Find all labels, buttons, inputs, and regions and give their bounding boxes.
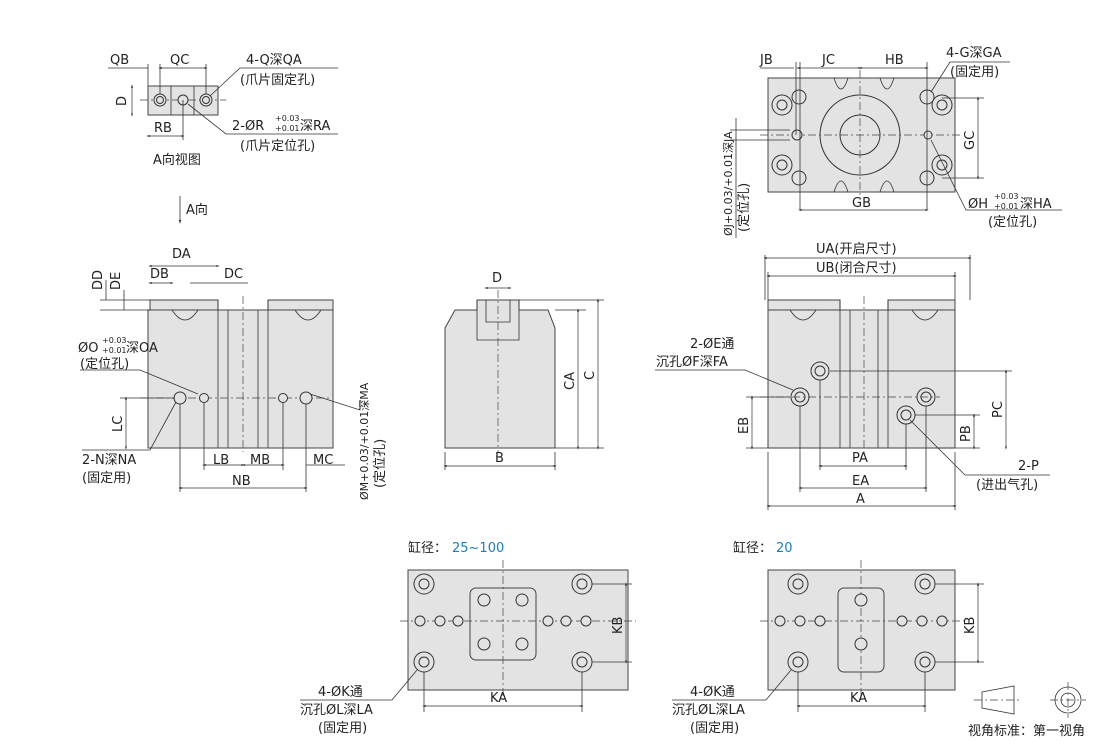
n-hole-note: (固定用) [82, 471, 131, 486]
o-hole-label: ØO [78, 341, 98, 356]
bore-label: 缸径： [408, 540, 447, 556]
o-tol-upper: +0.03 [102, 336, 127, 345]
ka-label: KA [490, 691, 507, 706]
h-tol-upper: +0.03 [994, 192, 1019, 201]
r-tol-lower: +0.01 [275, 124, 300, 133]
lb-label: LB [213, 453, 229, 468]
top-view: JB JC HB 4-G深GA (固定用) GC GB ØH +0.03 +0.… [722, 46, 1062, 238]
b-label: B [495, 451, 504, 466]
l-hole-label: 沉孔ØL深LA [300, 703, 373, 718]
j-hole-label: ØJ+0.03/+0.01深JA [722, 131, 735, 236]
c-label: C [583, 371, 598, 380]
a-view: QB QC 4-Q深QA (爪片固定孔) D RB 2-ØR +0.03 +0.… [108, 53, 338, 224]
fixing-note: (固定用) [318, 721, 367, 736]
f-hole-label: 沉孔ØF深FA [656, 355, 728, 370]
g-hole-label: 4-G深GA [946, 46, 1002, 61]
k-hole-label: 4-ØK通 [318, 685, 363, 700]
r-hole-label: 2-ØR [232, 119, 264, 134]
r-hole-note: (爪片定位孔) [240, 139, 315, 154]
o-hole-note: (定位孔) [80, 357, 129, 372]
p-port-note: (进出气孔) [976, 477, 1038, 493]
de-label: DE [109, 272, 124, 290]
kb-label: KB [611, 617, 626, 634]
kb-label: KB [963, 617, 978, 634]
front-view: DA DB DC DD DE ØO +0.03 +0.01 深OA (定位孔) … [78, 247, 388, 500]
n-hole-label: 2-N深NA [82, 453, 136, 468]
side-d-label: D [492, 271, 502, 286]
h-tol-lower: +0.01 [994, 202, 1019, 211]
l-hole-label: 沉孔ØL深LA [672, 703, 745, 718]
gb-label: GB [852, 196, 871, 211]
k-hole-label: 4-ØK通 [690, 685, 735, 700]
j-hole-note: (定位孔) [737, 183, 752, 232]
top-view-holes [771, 77, 953, 193]
ka-label: KA [850, 691, 867, 706]
dc-label: DC [224, 267, 243, 282]
right-front-view: UA(开启尺寸) UB(闭合尺寸) 2-ØE通 沉孔ØF深FA EB PA EA… [655, 242, 1050, 510]
h-depth-label: 深HA [1020, 197, 1052, 212]
o-tol-lower: +0.01 [102, 346, 127, 355]
bore-value: 25~100 [452, 541, 504, 556]
pa-label: PA [852, 451, 868, 466]
hb-label: HB [885, 53, 904, 68]
bore-label: 缸径： [733, 540, 772, 556]
nb-label: NB [232, 474, 251, 489]
lc-label: LC [111, 416, 126, 432]
bottom-view-20: 缸径： 20 KB KA 4-ØK通 沉孔ØL深LA (固定用) [672, 540, 984, 736]
first-angle-projection-symbol: 视角标准：第一视角 [968, 682, 1086, 739]
p-port-label: 2-P [1018, 459, 1039, 474]
m-hole-note: (定位孔) [373, 439, 388, 488]
qc-label: QC [170, 53, 189, 68]
e-hole-label: 2-ØE通 [690, 337, 734, 352]
mb-label: MB [250, 453, 270, 468]
bore-value: 20 [776, 541, 793, 556]
m-hole-label: ØM+0.03/+0.01深MA [358, 382, 371, 500]
a-direction-label: A向 [186, 202, 208, 218]
mc-label: MC [313, 453, 333, 468]
pc-label: PC [991, 401, 1006, 418]
a-label: A [856, 492, 865, 507]
fixing-note: (固定用) [690, 721, 739, 736]
qb-label: QB [110, 53, 129, 68]
r-tol-upper: +0.03 [275, 114, 300, 123]
jc-label: JC [821, 53, 835, 68]
db-label: DB [150, 267, 169, 282]
gc-label: GC [963, 131, 978, 150]
rb-label: RB [154, 121, 172, 136]
projection-label: 视角标准：第一视角 [968, 724, 1085, 739]
eb-label: EB [737, 417, 752, 434]
ua-label: UA(开启尺寸) [816, 242, 897, 257]
ca-label: CA [563, 372, 578, 390]
h-hole-note: (定位孔) [988, 215, 1037, 230]
ea-label: EA [852, 474, 869, 489]
bottom-view-25-100: 缸径： 25~100 KB KA 4-ØK通 沉孔ØL深LA (固定用) [300, 540, 636, 736]
a-view-title: A向视图 [153, 152, 201, 168]
r-depth-label: 深RA [300, 119, 331, 134]
o-depth-label: 深OA [126, 341, 158, 356]
ub-label: UB(闭合尺寸) [816, 261, 897, 276]
dd-label: DD [91, 270, 106, 290]
da-label: DA [172, 247, 191, 262]
pb-label: PB [959, 425, 974, 442]
jb-label: JB [759, 53, 773, 68]
g-hole-note: (固定用) [950, 65, 999, 80]
h-hole-label: ØH [968, 197, 988, 212]
q-hole-label: 4-Q深QA [246, 53, 302, 68]
q-hole-note: (爪片固定孔) [240, 73, 315, 88]
side-view: D CA C B [443, 271, 604, 470]
d-label: D [115, 96, 130, 106]
